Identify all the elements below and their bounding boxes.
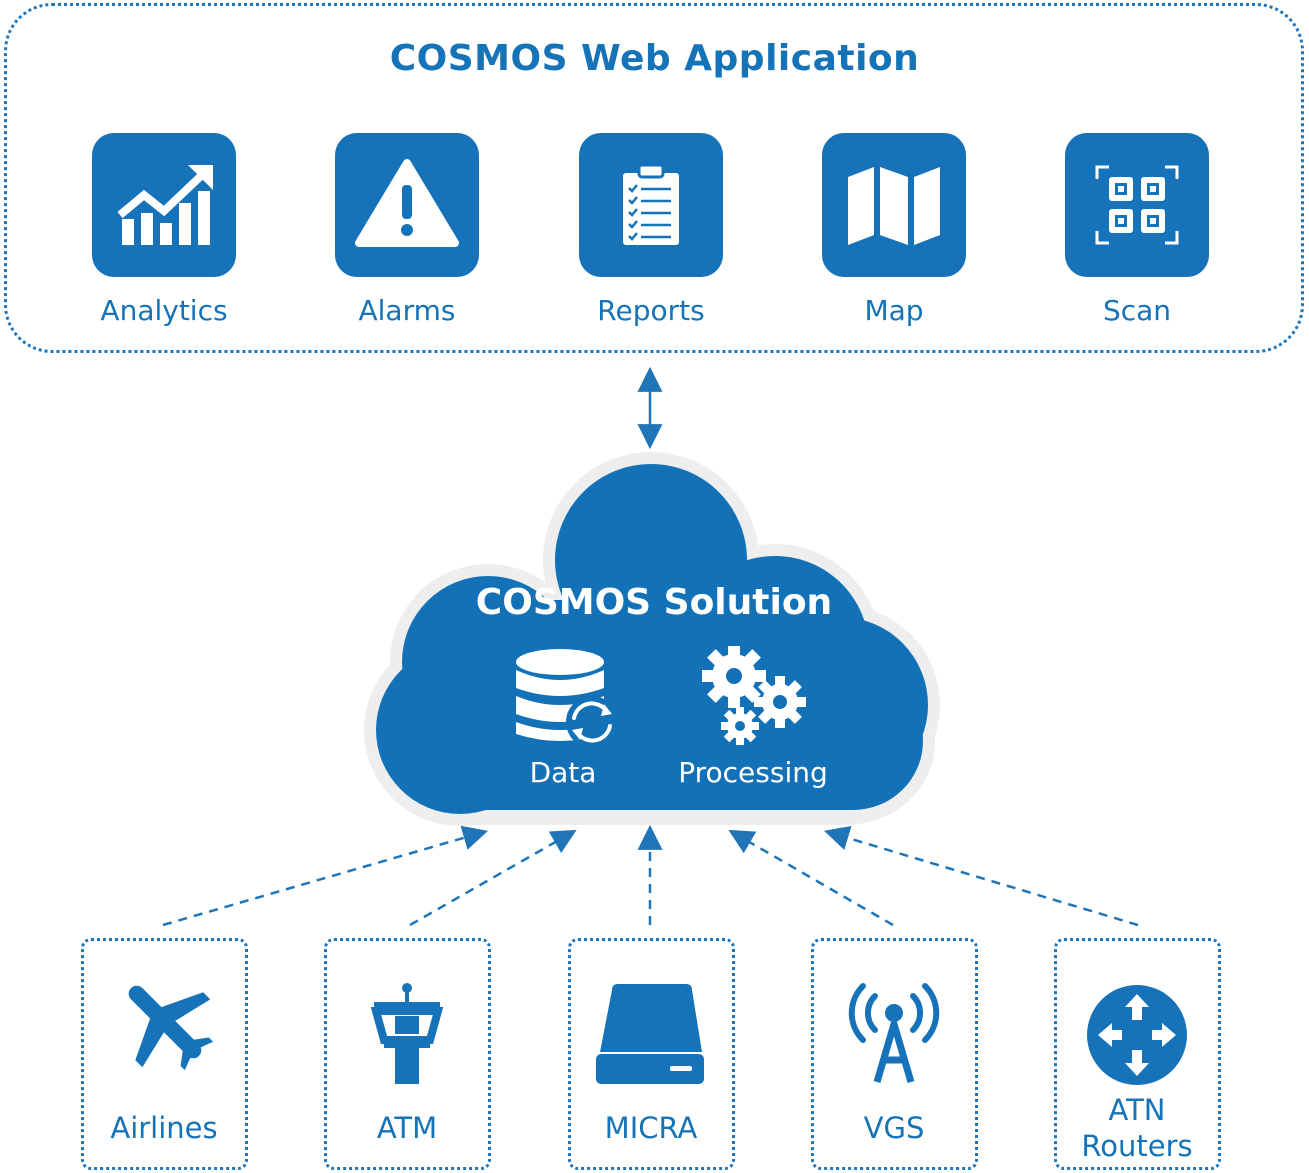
web-app-container [4,3,1304,353]
hard-drive-icon [596,984,704,1084]
source-box-vgs [811,938,978,1170]
map-icon [848,167,940,245]
radio-antenna-icon [848,983,940,1083]
airplane-icon [128,985,214,1071]
scan-icon [1095,165,1179,245]
source-box-atm [324,938,491,1170]
airlines-link-arrow [162,825,489,927]
scan-label: Scan [1102,294,1172,327]
atn-routers-label-line1: ATN [1108,1093,1166,1127]
analytics-label: Analytics [100,294,228,327]
gears-icon [702,646,806,745]
alarm-icon [355,159,459,247]
atn-routers-label-line2: Routers [1081,1129,1193,1163]
analytics-icon [117,165,213,245]
control-tower-icon [370,983,444,1084]
reports-tile[interactable] [579,133,723,277]
reports-icon [623,163,679,245]
map-label: Map [864,294,924,327]
micra-label: MICRA [604,1111,698,1145]
data-label: Data [529,756,597,789]
atm-link-arrow [409,829,577,927]
analytics-tile[interactable] [92,133,236,277]
vgs-label: VGS [863,1111,925,1145]
vgs-link-arrow [728,829,894,927]
web-app-title: COSMOS Web Application [389,38,920,79]
source-box-atn-routers [1054,938,1221,1170]
atn-routers-label: ATN Routers [1027,1092,1247,1164]
atm-label: ATM [376,1111,438,1145]
router-icon [1087,985,1187,1085]
reports-label: Reports [597,294,705,327]
airlines-label: Airlines [110,1111,218,1145]
alarms-tile[interactable] [335,133,479,277]
solution-title: COSMOS Solution [475,582,833,623]
scan-tile[interactable] [1065,133,1209,277]
atn-routers-link-arrow [824,826,1139,927]
source-box-airlines [81,938,248,1170]
alarms-label: Alarms [358,294,456,327]
source-box-micra [568,938,735,1170]
processing-label: Processing [678,756,828,789]
map-tile[interactable] [822,133,966,277]
database-sync-icon [516,649,618,748]
